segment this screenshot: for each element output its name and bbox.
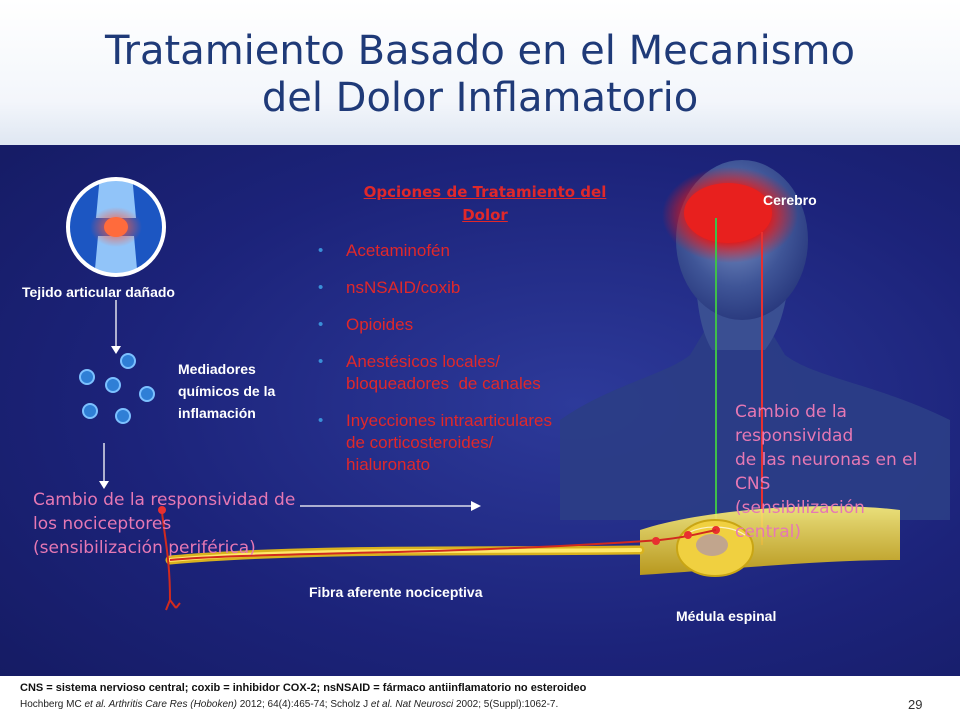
references: Hochberg MC et al. Arthritis Care Res (H… bbox=[20, 699, 559, 710]
brain-label: Cerebro bbox=[763, 192, 817, 208]
head-illustration bbox=[560, 160, 950, 520]
spinal-cord-label: Médula espinal bbox=[676, 608, 777, 624]
treatment-heading: Opciones de Tratamiento del Dolor bbox=[363, 183, 607, 224]
treatment-option: nsNSAID/coxib bbox=[318, 277, 648, 299]
footer-bar bbox=[0, 676, 960, 720]
abbreviations-footnote: CNS = sistema nervioso central; coxib = … bbox=[20, 682, 587, 694]
treatment-options-list: Acetaminofén nsNSAID/coxib Opioides Anes… bbox=[318, 240, 648, 491]
title-line-1: Tratamiento Basado en el Mecanismo bbox=[105, 28, 855, 74]
treatment-option: Acetaminofén bbox=[318, 240, 648, 262]
mediator-dot bbox=[120, 353, 136, 369]
mediator-dot bbox=[79, 369, 95, 385]
peripheral-sensitization-text: Cambio de la responsividad de los nocice… bbox=[33, 490, 296, 558]
page-title: Tratamiento Basado en el Mecanismo del D… bbox=[40, 28, 920, 122]
damaged-joint-image bbox=[66, 177, 166, 277]
page-number: 29 bbox=[908, 697, 923, 712]
treatment-option: Anestésicos locales/bloqueadores de cana… bbox=[318, 351, 648, 395]
title-area: Tratamiento Basado en el Mecanismo del D… bbox=[0, 0, 960, 145]
mediators-label: Mediadores químicos de la inflamación bbox=[178, 361, 276, 421]
mediator-dot bbox=[105, 377, 121, 393]
afferent-fiber-illustration bbox=[158, 506, 717, 611]
damaged-tissue-label: Tejido articular dañado bbox=[22, 284, 175, 300]
treatment-option: Opioides bbox=[318, 314, 648, 336]
afferent-fiber-label: Fibra aferente nociceptiva bbox=[309, 584, 483, 600]
mediator-dot bbox=[82, 403, 98, 419]
mediator-dot bbox=[139, 386, 155, 402]
title-line-2: del Dolor Inflamatorio bbox=[261, 75, 699, 121]
central-sensitization-text: Cambio de la responsividad de las neuron… bbox=[735, 402, 918, 542]
mediator-molecules bbox=[79, 353, 155, 424]
mediator-dot bbox=[115, 408, 131, 424]
